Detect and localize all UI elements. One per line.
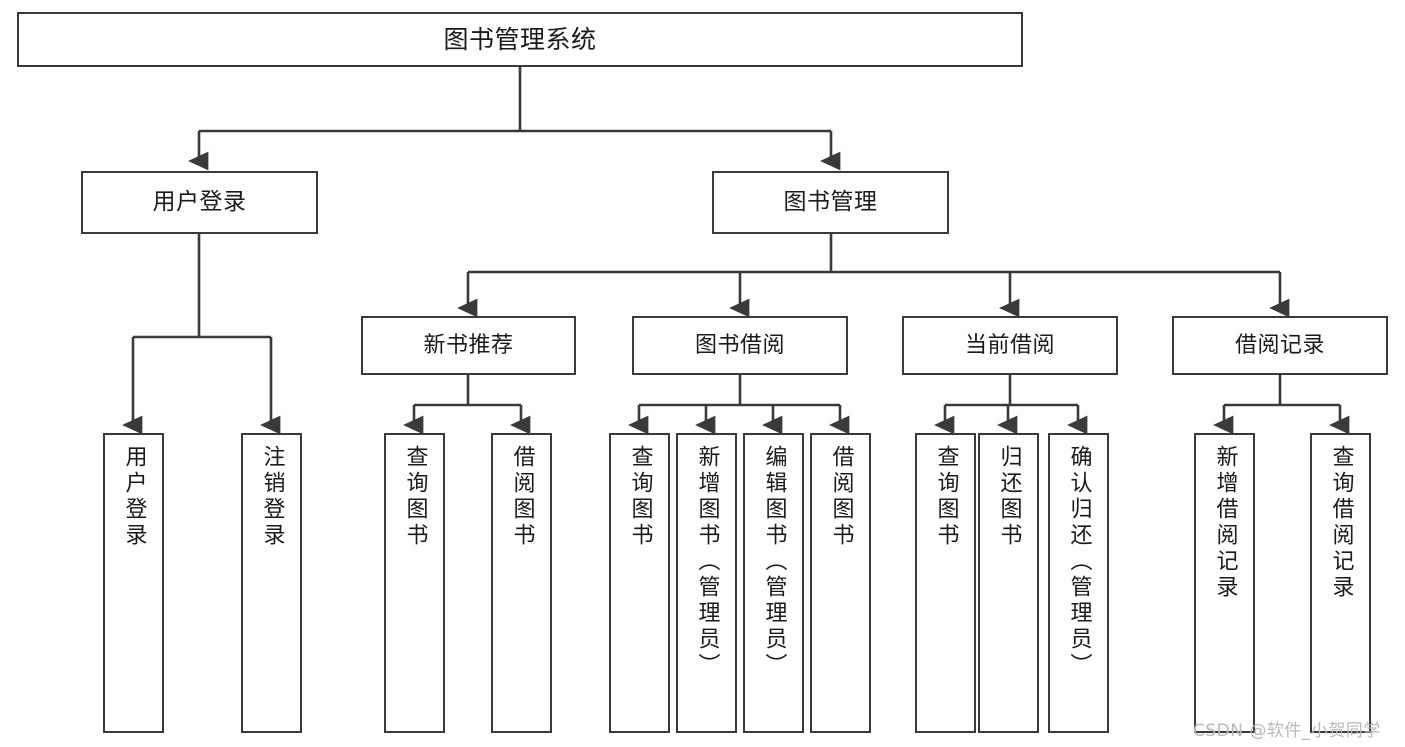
node-leaf-borrow-book-2-label: 借阅图书 xyxy=(828,445,854,549)
node-leaf-query-record-label: 查询借阅记录 xyxy=(1328,445,1354,601)
node-root-system-label: 图书管理系统 xyxy=(443,24,597,54)
node-leaf-query-book-3-label: 查询图书 xyxy=(933,445,959,549)
node-leaf-query-record[interactable]: 查询借阅记录 xyxy=(1310,433,1371,733)
node-leaf-user-login[interactable]: 用户登录 xyxy=(103,433,164,733)
node-leaf-borrow-book-1-label: 借阅图书 xyxy=(509,445,535,549)
node-leaf-user-logout[interactable]: 注销登录 xyxy=(241,433,302,733)
node-leaf-query-book-1-label: 查询图书 xyxy=(402,445,428,549)
node-leaf-borrow-book-1[interactable]: 借阅图书 xyxy=(491,433,552,733)
node-leaf-return-book-label: 归还图书 xyxy=(996,445,1022,549)
node-book-management[interactable]: 图书管理 xyxy=(712,171,949,234)
watermark-text: CSDN @软件_小贺同学 xyxy=(1193,721,1381,741)
node-book-borrow-label: 图书借阅 xyxy=(694,332,785,358)
node-leaf-return-book[interactable]: 归还图书 xyxy=(978,433,1039,733)
node-leaf-borrow-book-2[interactable]: 借阅图书 xyxy=(810,433,871,733)
node-leaf-query-book-2[interactable]: 查询图书 xyxy=(609,433,670,733)
node-leaf-user-login-label: 用户登录 xyxy=(121,445,147,549)
node-leaf-add-record-label: 新增借阅记录 xyxy=(1212,445,1238,601)
node-leaf-query-book-1[interactable]: 查询图书 xyxy=(384,433,445,733)
node-user-login-label: 用户登录 xyxy=(152,188,247,215)
node-leaf-query-book-3[interactable]: 查询图书 xyxy=(915,433,976,733)
node-current-borrow-label: 当前借阅 xyxy=(964,332,1055,358)
node-leaf-confirm-return[interactable]: 确认归还（管理员） xyxy=(1048,433,1109,733)
node-leaf-query-book-2-label: 查询图书 xyxy=(627,445,653,549)
node-leaf-edit-book[interactable]: 编辑图书（管理员） xyxy=(743,433,804,733)
node-leaf-add-book-label: 新增图书（管理员） xyxy=(694,445,720,679)
node-borrow-record[interactable]: 借阅记录 xyxy=(1172,316,1388,375)
node-borrow-record-label: 借阅记录 xyxy=(1234,332,1325,358)
node-new-book-recommend[interactable]: 新书推荐 xyxy=(361,316,576,375)
node-leaf-confirm-return-label: 确认归还（管理员） xyxy=(1066,445,1092,679)
node-book-borrow[interactable]: 图书借阅 xyxy=(632,316,848,375)
node-leaf-add-record[interactable]: 新增借阅记录 xyxy=(1194,433,1255,733)
node-leaf-user-logout-label: 注销登录 xyxy=(259,445,285,549)
node-root-system[interactable]: 图书管理系统 xyxy=(17,12,1023,67)
node-user-login[interactable]: 用户登录 xyxy=(81,171,318,234)
node-leaf-add-book[interactable]: 新增图书（管理员） xyxy=(676,433,737,733)
node-current-borrow[interactable]: 当前借阅 xyxy=(902,316,1118,375)
node-new-book-recommend-label: 新书推荐 xyxy=(423,332,514,358)
node-leaf-edit-book-label: 编辑图书（管理员） xyxy=(761,445,787,679)
node-book-management-label: 图书管理 xyxy=(783,188,878,215)
